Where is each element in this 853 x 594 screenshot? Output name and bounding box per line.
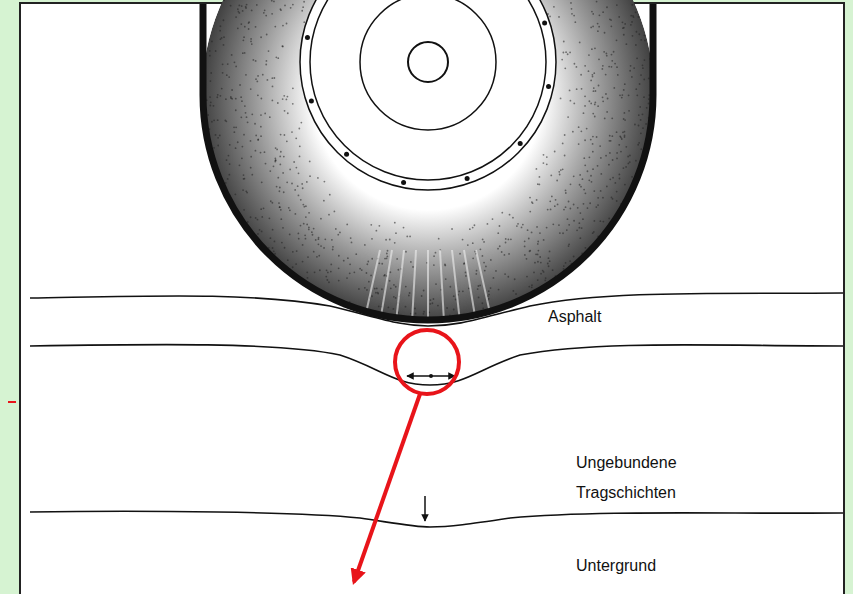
rim-bolt [542, 20, 547, 25]
rim-bolt [401, 180, 406, 185]
rim-bolt [305, 35, 310, 40]
highlight-arrow [354, 394, 420, 582]
tire [202, 0, 655, 322]
subgrade-arrow [424, 496, 426, 521]
layer-label: Untergrund [576, 551, 701, 581]
rim-bolt [465, 176, 470, 181]
layer-label: Asphalt [548, 302, 668, 332]
rim-bolt [546, 84, 551, 89]
rim-bolt [518, 141, 523, 146]
red-mark [8, 401, 16, 403]
rim-bolt [309, 99, 314, 104]
highlight-circle [395, 330, 459, 394]
strain-point [429, 374, 433, 378]
layer-label: Ungebundene Tragschichten [576, 448, 701, 508]
rim [300, 0, 556, 190]
rim-bolts [305, 0, 551, 185]
tire-outline [203, 4, 653, 320]
layer-boundaries [30, 293, 843, 527]
rim-bolt [344, 152, 349, 157]
